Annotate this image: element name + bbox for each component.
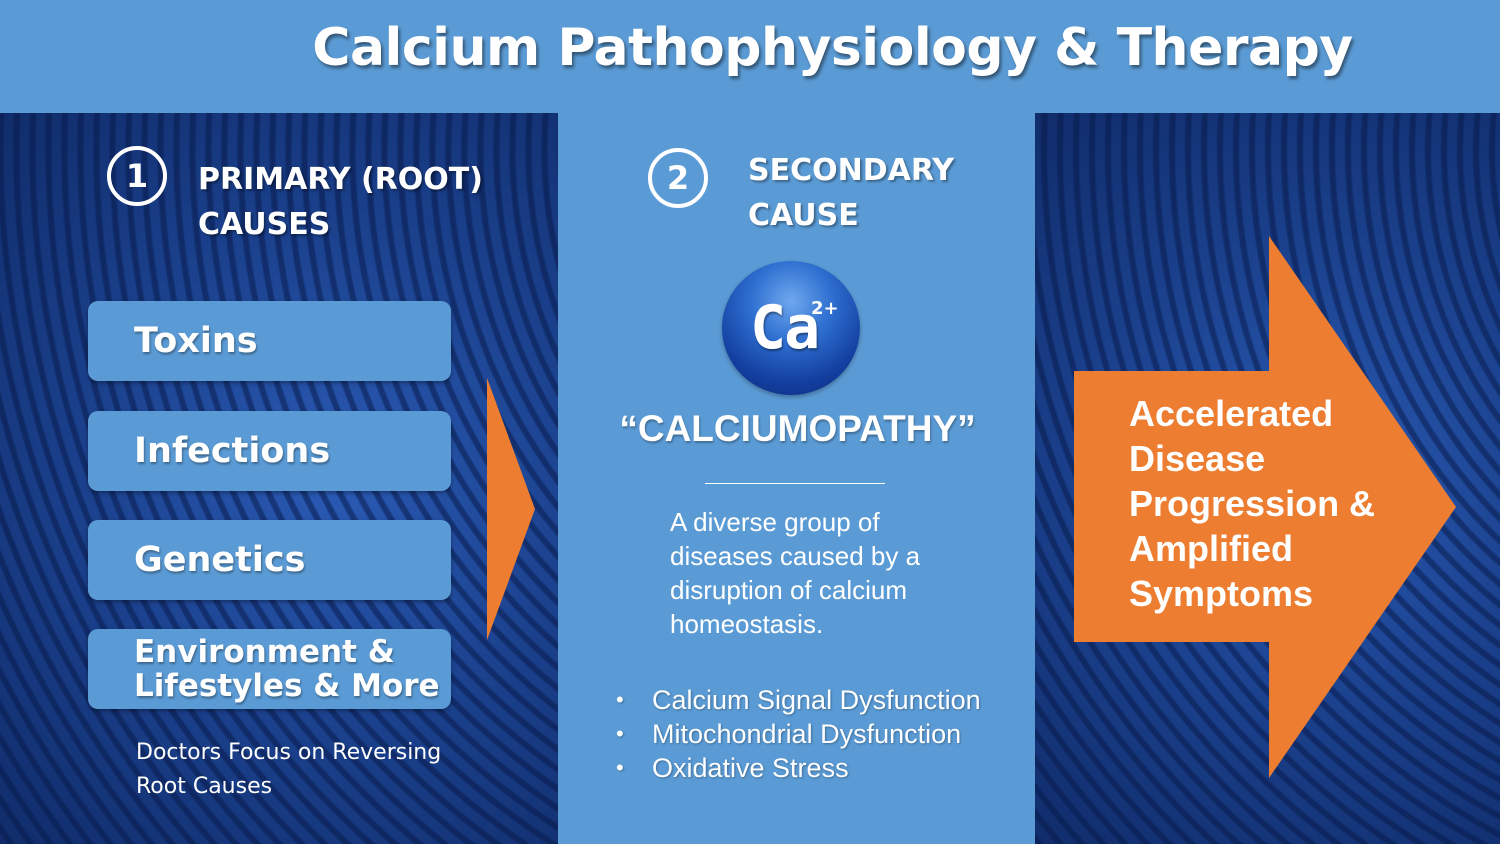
secondary-heading-line-1: SECONDARY xyxy=(748,153,955,188)
cause-environment-lifestyles: Environment & Lifestyles & More xyxy=(88,629,451,709)
cause-toxins: Toxins xyxy=(88,301,451,381)
calciumopathy-term: “CALCIUMOPATHY” xyxy=(619,408,976,449)
outcome-arrow xyxy=(1074,236,1456,778)
dysfunction-list: Calcium Signal Dysfunction Mitochondrial… xyxy=(612,683,981,785)
primary-heading: PRIMARY (ROOT) CAUSES xyxy=(198,157,483,247)
cause-label: Infections xyxy=(134,431,331,471)
primary-heading-line-1: PRIMARY (ROOT) xyxy=(198,162,483,197)
cause-label-line-1: Environment & xyxy=(134,634,395,670)
outcome-line: Symptoms xyxy=(1129,573,1314,614)
divider xyxy=(705,483,885,484)
calcium-charge: 2+ xyxy=(811,298,839,319)
definition-line: disruption of calcium xyxy=(670,575,907,605)
outcome-line: Disease xyxy=(1129,438,1266,479)
outcome-line: Progression & xyxy=(1129,483,1376,524)
definition-line: homeostasis. xyxy=(670,609,824,639)
title-bar: Calcium Pathophysiology & Therapy xyxy=(0,0,1500,113)
primary-to-secondary-arrow xyxy=(487,378,535,640)
outcome-text: Accelerated Disease Progression & Amplif… xyxy=(1129,391,1375,616)
calcium-symbol: Ca xyxy=(750,293,820,363)
step-2-badge: 2 xyxy=(648,148,708,208)
definition-line: A diverse group of xyxy=(670,507,880,537)
secondary-heading-line-2: CAUSE xyxy=(748,198,859,233)
cause-label-line-2: Lifestyles & More xyxy=(134,668,440,704)
calcium-ion-icon xyxy=(722,261,860,395)
cause-genetics: Genetics xyxy=(88,520,451,600)
list-item: Calcium Signal Dysfunction xyxy=(612,683,981,717)
definition-line: diseases caused by a xyxy=(670,541,921,571)
step-1-badge: 1 xyxy=(107,146,167,206)
list-item: Oxidative Stress xyxy=(612,751,981,785)
note-line-2: Root Causes xyxy=(136,774,273,799)
list-item: Mitochondrial Dysfunction xyxy=(612,717,981,751)
note-line-1: Doctors Focus on Reversing xyxy=(136,740,442,765)
outcome-line: Accelerated xyxy=(1129,393,1334,434)
doctors-focus-note: Doctors Focus on Reversing Root Causes xyxy=(136,736,441,804)
primary-heading-line-2: CAUSES xyxy=(198,207,331,242)
outcome-line: Amplified xyxy=(1129,528,1294,569)
secondary-heading: SECONDARY CAUSE xyxy=(748,148,954,238)
calciumopathy-definition: A diverse group of diseases caused by a … xyxy=(670,505,920,641)
page-title: Calcium Pathophysiology & Therapy xyxy=(312,18,1353,78)
cause-label: Genetics xyxy=(134,540,306,580)
cause-infections: Infections xyxy=(88,411,451,491)
cause-label: Toxins xyxy=(134,321,258,361)
